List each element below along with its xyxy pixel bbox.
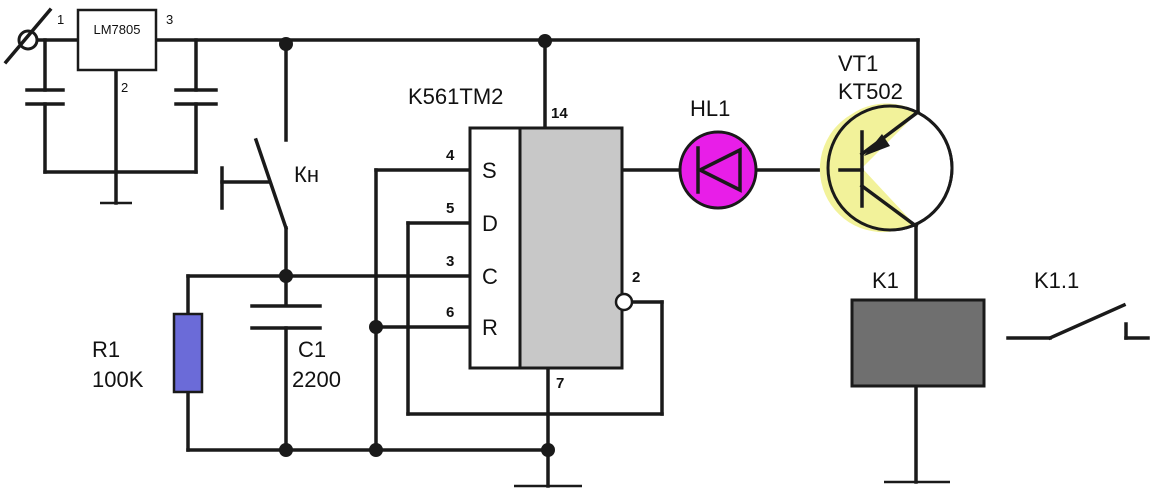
ic-pin-3: 3 (446, 253, 454, 270)
ic-input-s: S (482, 158, 497, 183)
vt1-type: KT502 (838, 79, 903, 104)
regulator-pin-gnd: 2 (121, 80, 128, 95)
ic-pin-6: 6 (446, 304, 454, 321)
ic-name: K561TM2 (408, 84, 503, 109)
transistor-shade (819, 103, 918, 233)
regulator-output-capacitor (174, 88, 218, 106)
c1-value: 2200 (292, 367, 341, 392)
c1-name: C1 (298, 337, 326, 362)
regulator-pin-out: 3 (166, 12, 173, 27)
ic-pin-4: 4 (446, 147, 455, 164)
relay-contact-k11: K1.1 (1034, 268, 1079, 293)
regulator-name: LM7805 (94, 22, 141, 37)
led-hl1: HL1 (678, 96, 758, 210)
flipflop-ic: K561TM2 S D C R 4 5 3 6 14 7 2 (408, 84, 640, 392)
junction-dots (279, 34, 555, 457)
ic-input-r: R (482, 315, 498, 340)
ic-pin-5: 5 (446, 200, 454, 217)
capacitor-c1: C1 2200 (250, 304, 341, 392)
hl1-name: HL1 (690, 96, 730, 121)
relay-coil-k1: K1 (850, 268, 986, 388)
wires (36, 38, 1150, 488)
r1-name: R1 (92, 337, 120, 362)
k1-name: K1 (872, 268, 899, 293)
ic-pin-7: 7 (556, 375, 564, 392)
resistor-body (172, 312, 204, 394)
r1-value: 100K (92, 367, 144, 392)
resistor-r1: R1 100K (92, 312, 204, 394)
voltage-regulator: LM7805 1 3 2 (57, 8, 173, 95)
vt1-name: VT1 (838, 51, 878, 76)
ic-input-d: D (482, 211, 498, 236)
emitter-arrow (864, 134, 890, 156)
regulator-pin-in: 1 (57, 12, 64, 27)
transistor-vt1: VT1 KT502 (819, 51, 954, 233)
k11-name: K1.1 (1034, 268, 1079, 293)
push-button: Кн (220, 137, 319, 231)
ic-body-shade (518, 126, 624, 370)
inverted-output-bubble (614, 292, 634, 312)
ic-pin-14: 14 (551, 105, 568, 122)
regulator-input-capacitor (25, 88, 65, 106)
button-label: Кн (294, 162, 319, 187)
ic-input-c: C (482, 264, 498, 289)
input-terminal (3, 7, 53, 65)
ic-pin-2: 2 (632, 269, 640, 286)
